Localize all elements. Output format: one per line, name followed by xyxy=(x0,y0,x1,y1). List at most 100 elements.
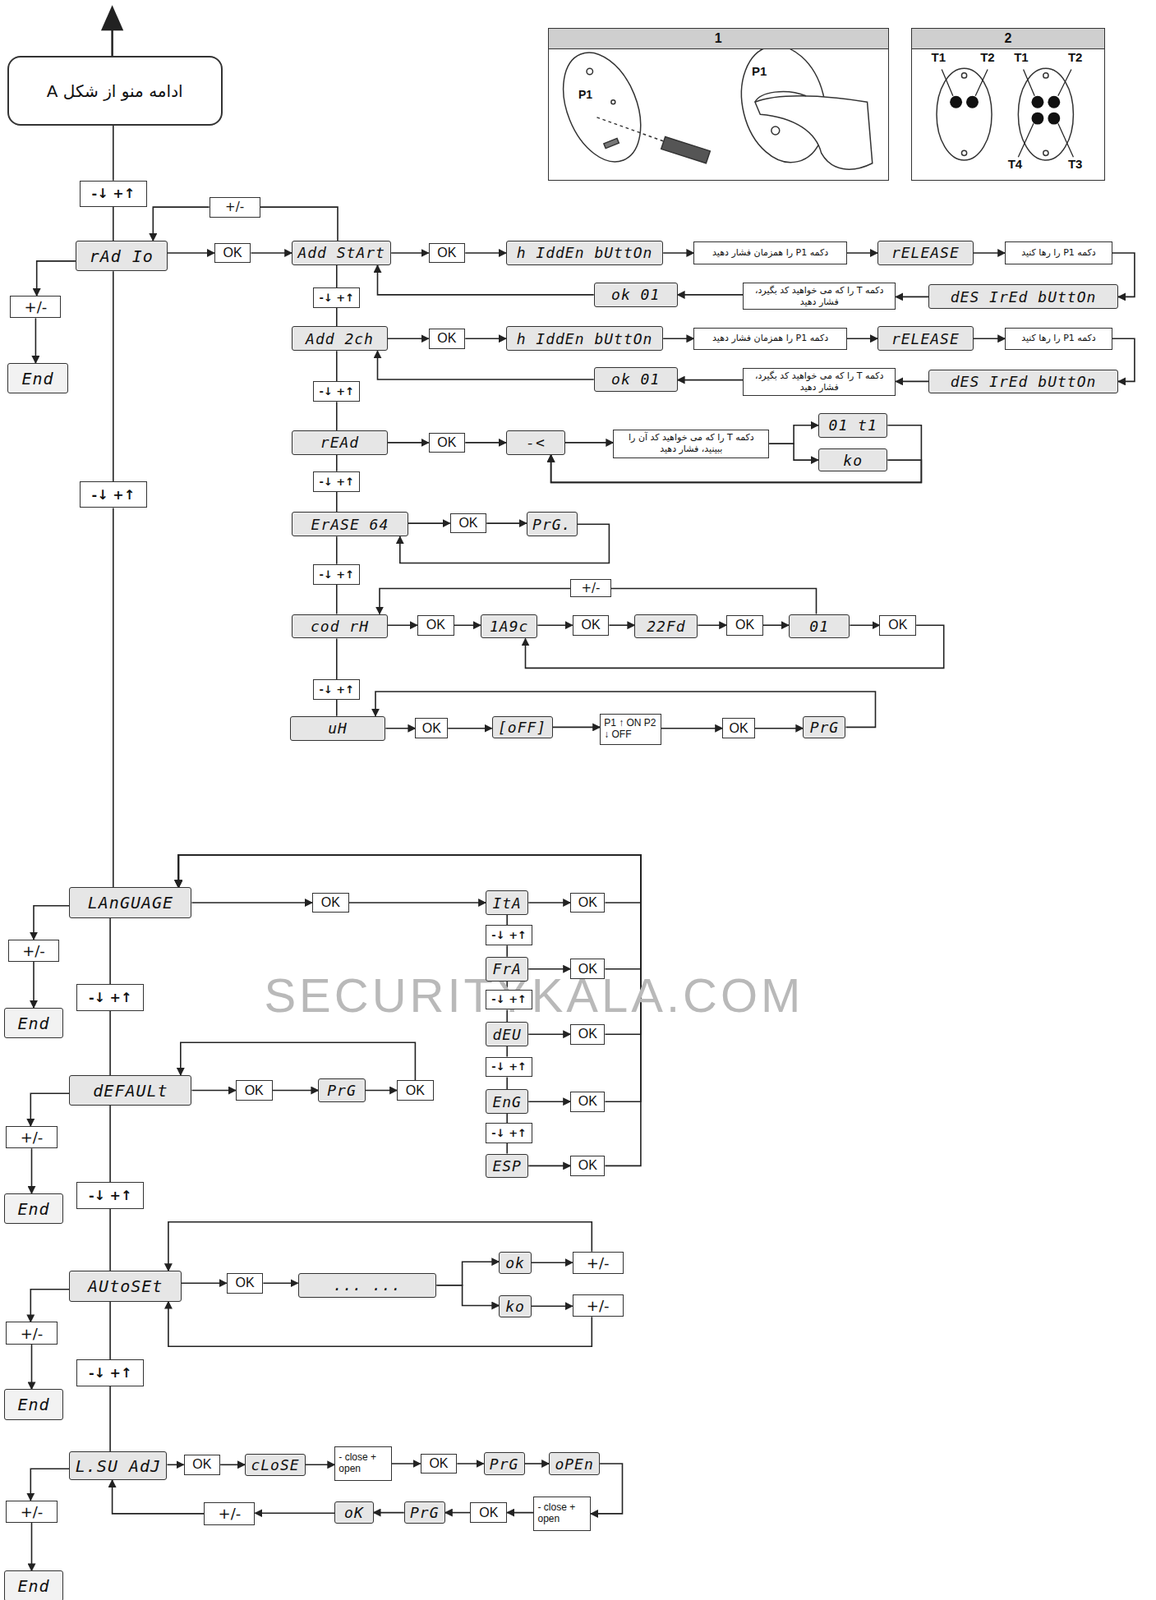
node-text: OK xyxy=(405,1083,425,1099)
display-box: oK xyxy=(334,1501,374,1525)
node-text: End xyxy=(17,1013,50,1034)
display-box: cLoSE xyxy=(244,1454,306,1477)
connector xyxy=(506,915,508,926)
ok-button-box: OK xyxy=(570,893,605,914)
connector xyxy=(181,1282,227,1285)
connector xyxy=(109,1302,111,1361)
connector xyxy=(849,624,880,627)
node-text: OK xyxy=(729,721,749,737)
display-box: rEAd xyxy=(291,430,388,456)
node-text: dEU xyxy=(492,1026,522,1044)
node-text: OK xyxy=(578,1158,598,1174)
display-box: ok 01 xyxy=(594,282,678,308)
node-text: cLoSE xyxy=(250,1456,300,1474)
node-text: OK xyxy=(426,617,446,633)
ok-button-box: OK xyxy=(184,1455,222,1476)
connector xyxy=(973,337,1006,340)
instruction-box: دکمه P1 را همزمان فشار دهید xyxy=(693,327,847,351)
node-text: OK xyxy=(458,515,478,531)
connector xyxy=(465,442,507,444)
connector xyxy=(387,442,429,444)
display-box: PrG. xyxy=(526,511,578,537)
connector xyxy=(391,252,429,254)
display-box: 1A9c xyxy=(480,614,539,640)
node-text: دکمه T را که می خواهید کد آن را ببینید، … xyxy=(617,432,765,456)
node-text: +/- xyxy=(586,1297,610,1315)
connector xyxy=(336,350,338,382)
end-box: End xyxy=(4,1570,64,1600)
node-text: +/- xyxy=(586,1254,610,1272)
node-text: +/- xyxy=(20,1503,44,1521)
connector xyxy=(663,252,694,254)
ok-button-box: OK xyxy=(428,243,466,264)
instruction-box: دکمه T را که می خواهید کد بگیرد، فشار ده… xyxy=(742,282,896,311)
connector xyxy=(769,425,819,444)
node-text: OK xyxy=(437,245,456,261)
connector xyxy=(262,1282,298,1285)
connector xyxy=(537,624,572,627)
node-text: rELEASE xyxy=(891,330,960,348)
node-text: -< xyxy=(525,433,546,452)
connector xyxy=(32,962,35,1009)
instruction-box: دکمه T را که می خواهید کد بگیرد، فشار ده… xyxy=(742,368,896,397)
display-box: rELEASE xyxy=(877,240,974,266)
connector xyxy=(437,1285,500,1307)
display-box: 01 t1 xyxy=(818,413,888,438)
button-label: T1 xyxy=(1013,50,1030,65)
button-label: T2 xyxy=(1067,50,1084,65)
node-text: cod rH xyxy=(310,617,369,636)
connector xyxy=(611,589,817,615)
nav-keys-box: -↓ +↑ xyxy=(313,679,360,701)
ok-button-box: OK xyxy=(570,1091,605,1113)
instruction-box: دکمه P1 را همزمان فشار دهید xyxy=(693,241,847,264)
node-text: Add 2ch xyxy=(305,330,374,348)
ok-button-box: OK xyxy=(420,1454,458,1475)
nav-keys-box: -↓ +↑ xyxy=(485,990,533,1011)
connector xyxy=(365,1090,398,1092)
continue-box: ادامه منو از شکل A xyxy=(7,55,223,125)
ok-button-box: OK xyxy=(450,513,488,535)
display-box: uH xyxy=(290,716,387,742)
connector xyxy=(437,1261,500,1286)
node-text: dES IrEd bUttOn xyxy=(950,288,1097,306)
option-box: - close + open xyxy=(334,1446,392,1482)
display-box: PrG xyxy=(404,1501,446,1525)
connector xyxy=(167,252,215,254)
connector xyxy=(152,207,209,241)
nav-keys-box: -↓ +↑ xyxy=(485,925,533,946)
plus-minus-box: +/- xyxy=(5,1126,57,1149)
node-text: +/- xyxy=(580,580,600,596)
ok-button-box: OK xyxy=(469,1502,507,1524)
node-text: OK xyxy=(888,617,908,633)
nav-keys-box: -↓ +↑ xyxy=(485,1057,533,1078)
connector xyxy=(506,1077,508,1090)
connector xyxy=(677,294,743,296)
display-box: FrA xyxy=(485,957,529,982)
node-text: - close + open xyxy=(537,1502,587,1526)
node-text: دکمه T را که می خواهید کد بگیرد، فشار ده… xyxy=(746,370,892,394)
connector xyxy=(769,443,819,461)
button-label: T4 xyxy=(1007,157,1024,172)
ok-button-box: OK xyxy=(428,432,466,454)
node-text: End xyxy=(17,1199,50,1220)
node-text: ErASE 64 xyxy=(311,515,390,534)
node-text: dEFAULt xyxy=(92,1081,168,1101)
node-text: +/- xyxy=(225,199,245,215)
node-text: ... ... xyxy=(333,1276,402,1295)
node-text: OK xyxy=(478,1506,498,1521)
node-text: AUtoSEt xyxy=(87,1276,163,1297)
node-text: OK xyxy=(437,435,456,451)
connector xyxy=(447,727,492,730)
ok-button-box: OK xyxy=(414,718,448,739)
connector xyxy=(336,401,338,431)
node-text: -↓ +↑ xyxy=(88,1188,132,1204)
connector xyxy=(506,1512,534,1515)
connector xyxy=(847,252,878,254)
ok-button-box: OK xyxy=(235,1080,273,1101)
connector xyxy=(465,252,507,254)
connector xyxy=(677,379,743,382)
node-text: 01 xyxy=(809,617,830,636)
node-text: [oFF] xyxy=(497,718,547,737)
connector xyxy=(254,1513,335,1516)
node-text: -↓ +↑ xyxy=(491,929,527,942)
